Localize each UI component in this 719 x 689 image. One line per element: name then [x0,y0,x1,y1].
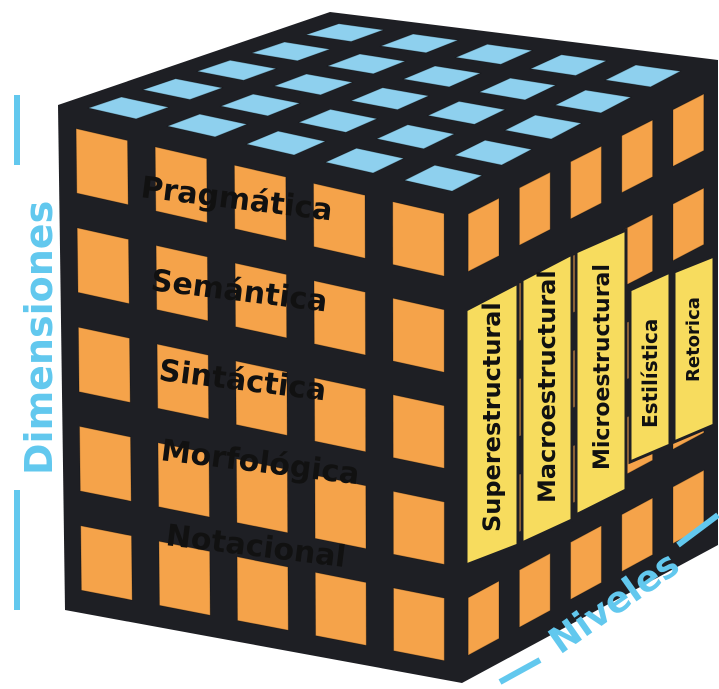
top-tile [325,53,407,75]
front-tile [392,394,445,469]
front-tile [154,146,208,224]
front-tile [313,280,367,356]
front-tile [392,587,445,662]
top-tile [503,114,583,140]
front-tile [392,490,445,566]
right-tile [570,524,602,601]
level-strip-5 [672,253,716,445]
front-tile [392,201,445,277]
level-strip-3 [574,227,628,518]
levels-axis-line-right [676,512,719,548]
top-tile [165,113,249,138]
front-tile [236,556,289,631]
top-tile [245,130,327,156]
right-tile [621,119,654,194]
front-tile [158,540,211,616]
level-labels: Superestructural Macroestructural Microe… [478,264,704,532]
top-tile [379,33,460,54]
front-tile [392,297,445,373]
top-tile [403,164,484,192]
right-tile [467,197,500,273]
level-label-5: Retorica [683,297,704,382]
front-tile [78,425,132,502]
front-tile [156,343,210,420]
front-tile [312,182,366,259]
top-tile [219,93,302,117]
level-label-1: Superestructural [478,302,506,532]
top-tile [306,23,384,43]
right-tile [672,93,705,168]
top-tile [453,139,533,166]
top-face [86,23,682,192]
top-tile [141,78,224,101]
top-tile [477,77,558,101]
front-tile [77,326,131,404]
front-tile [235,360,288,437]
top-tile [195,59,278,81]
top-tile [529,54,608,77]
front-tile [314,571,367,647]
right-tile [467,580,500,657]
dimensions-axis: Dimensiones [14,95,61,610]
level-label-3: Microestructural [590,264,615,470]
level-strips [464,227,716,568]
top-tile [375,124,456,150]
level-strip-2 [520,251,574,546]
front-face [75,127,445,662]
top-tile [297,108,379,133]
top-tile [603,64,682,88]
level-strip-4 [628,269,672,465]
dimensions-axis-title: Dimensiones [17,201,61,475]
top-tile [86,96,171,120]
top-tile [454,43,534,65]
top-tile [401,65,482,88]
front-tile [75,127,129,206]
top-tile [553,89,633,114]
top-tile [324,147,406,174]
top-tile [251,41,330,62]
right-tile [518,552,551,629]
right-tile [672,187,705,262]
levels-axis-line-left [498,657,542,685]
front-tile [155,244,209,322]
level-strip-1 [464,280,520,568]
front-tile [80,525,133,601]
front-tile [76,227,130,305]
top-tile [272,73,355,96]
front-tile [234,262,288,339]
top-tile [426,100,507,125]
top-tile [349,87,431,111]
level-label-2: Macroestructural [533,270,561,503]
front-tile [235,458,289,534]
front-tile [157,442,211,518]
front-tile [314,474,367,550]
level-label-4: Estilística [638,319,662,428]
right-tile [621,497,654,573]
front-tile [313,377,367,453]
front-tile [233,164,287,242]
right-tile [518,171,551,247]
right-tile [570,145,602,220]
